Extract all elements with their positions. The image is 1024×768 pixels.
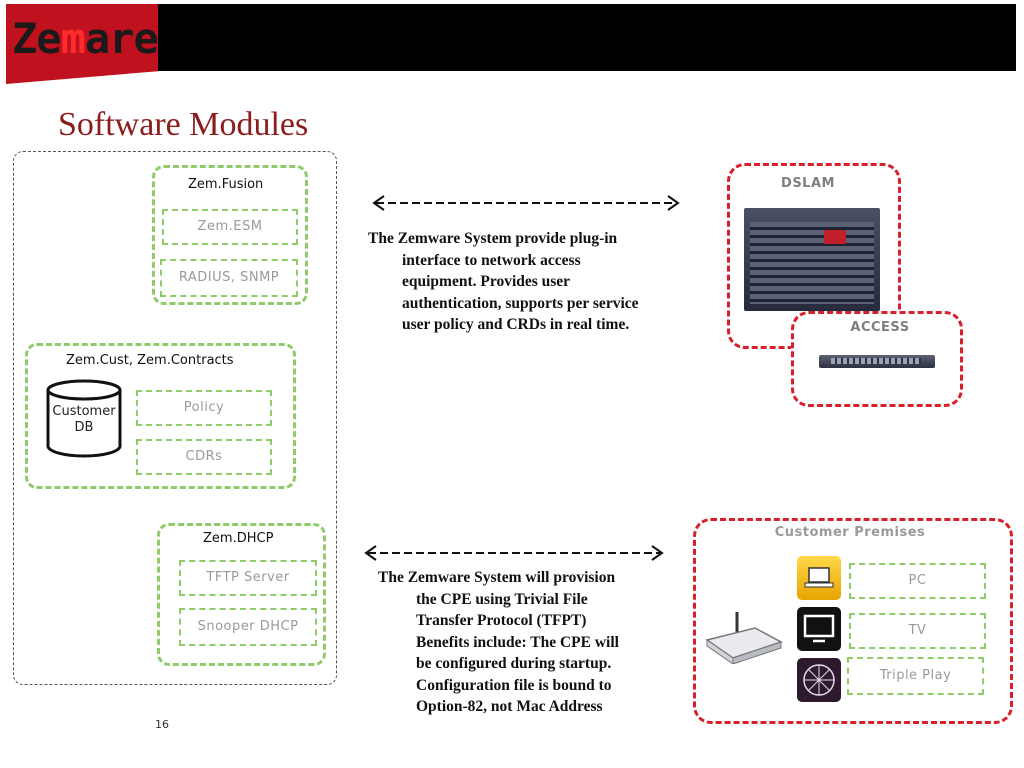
dslam-device-image	[744, 208, 880, 311]
network-link-arrow	[370, 193, 690, 213]
network-description-line-3: equipment. Provides user	[368, 271, 698, 293]
network-description-line-2: interface to network access	[368, 250, 698, 272]
premises-description-line-3: Transfer Protocol (TFPT)	[378, 610, 688, 632]
network-description-line-5: user policy and CRDs in real time.	[368, 314, 698, 336]
customer-db-label: Customer DB	[44, 404, 124, 436]
network-description: The Zemware System provide plug-in inter…	[368, 228, 698, 336]
premises-description-line-7: Option-82, not Mac Address	[378, 696, 688, 718]
logo-text-post: are	[85, 14, 158, 63]
premises-description: The Zemware System will provision the CP…	[378, 567, 688, 718]
page-title: Software Modules	[58, 106, 308, 144]
premises-link-arrow	[362, 543, 672, 563]
logo-text-pre: Ze	[12, 14, 61, 63]
zemdhcp-item-tftp: TFTP Server	[179, 560, 317, 596]
zemfusion-item-radius: RADIUS, SNMP	[160, 259, 298, 297]
tv-icon	[797, 607, 841, 651]
logo-text-accent: m	[61, 14, 85, 63]
premises-description-line-1: The Zemware System will provision	[378, 567, 688, 589]
premises-description-line-5: be configured during startup.	[378, 653, 688, 675]
access-switch-image	[819, 355, 935, 368]
triple-play-icon	[797, 658, 841, 702]
premises-item-tv: TV	[849, 613, 986, 649]
customer-db-label-line1: Customer	[44, 404, 124, 420]
network-description-line-4: authentication, supports per service	[368, 293, 698, 315]
premises-item-triple-play: Triple Play	[847, 657, 984, 695]
access-label: ACCESS	[800, 320, 960, 335]
brand-logo: Zemare	[12, 14, 158, 63]
dslam-label: DSLAM	[727, 176, 889, 191]
zemfusion-item-esm: Zem.ESM	[162, 209, 298, 245]
zemcust-item-cdrs: CDRs	[136, 439, 272, 475]
premises-description-line-2: the CPE using Trivial File	[378, 589, 688, 611]
premises-item-pc: PC	[849, 563, 986, 599]
cpe-router-icon	[703, 610, 783, 664]
zemdhcp-label: Zem.DHCP	[203, 531, 273, 546]
zemdhcp-item-snooper: Snooper DHCP	[179, 608, 317, 646]
network-description-line-1: The Zemware System provide plug-in	[368, 228, 698, 250]
zemfusion-label: Zem.Fusion	[188, 177, 263, 192]
zemcust-label: Zem.Cust, Zem.Contracts	[66, 353, 234, 368]
zemcust-item-policy: Policy	[136, 390, 272, 426]
customer-db-label-line2: DB	[44, 420, 124, 436]
premises-description-line-6: Configuration file is bound to	[378, 675, 688, 697]
page-number: 16	[155, 718, 169, 731]
premises-description-line-4: Benefits include: The CPE will	[378, 632, 688, 654]
laptop-icon	[797, 556, 841, 600]
customer-premises-label: Customer Premises	[693, 525, 1007, 540]
